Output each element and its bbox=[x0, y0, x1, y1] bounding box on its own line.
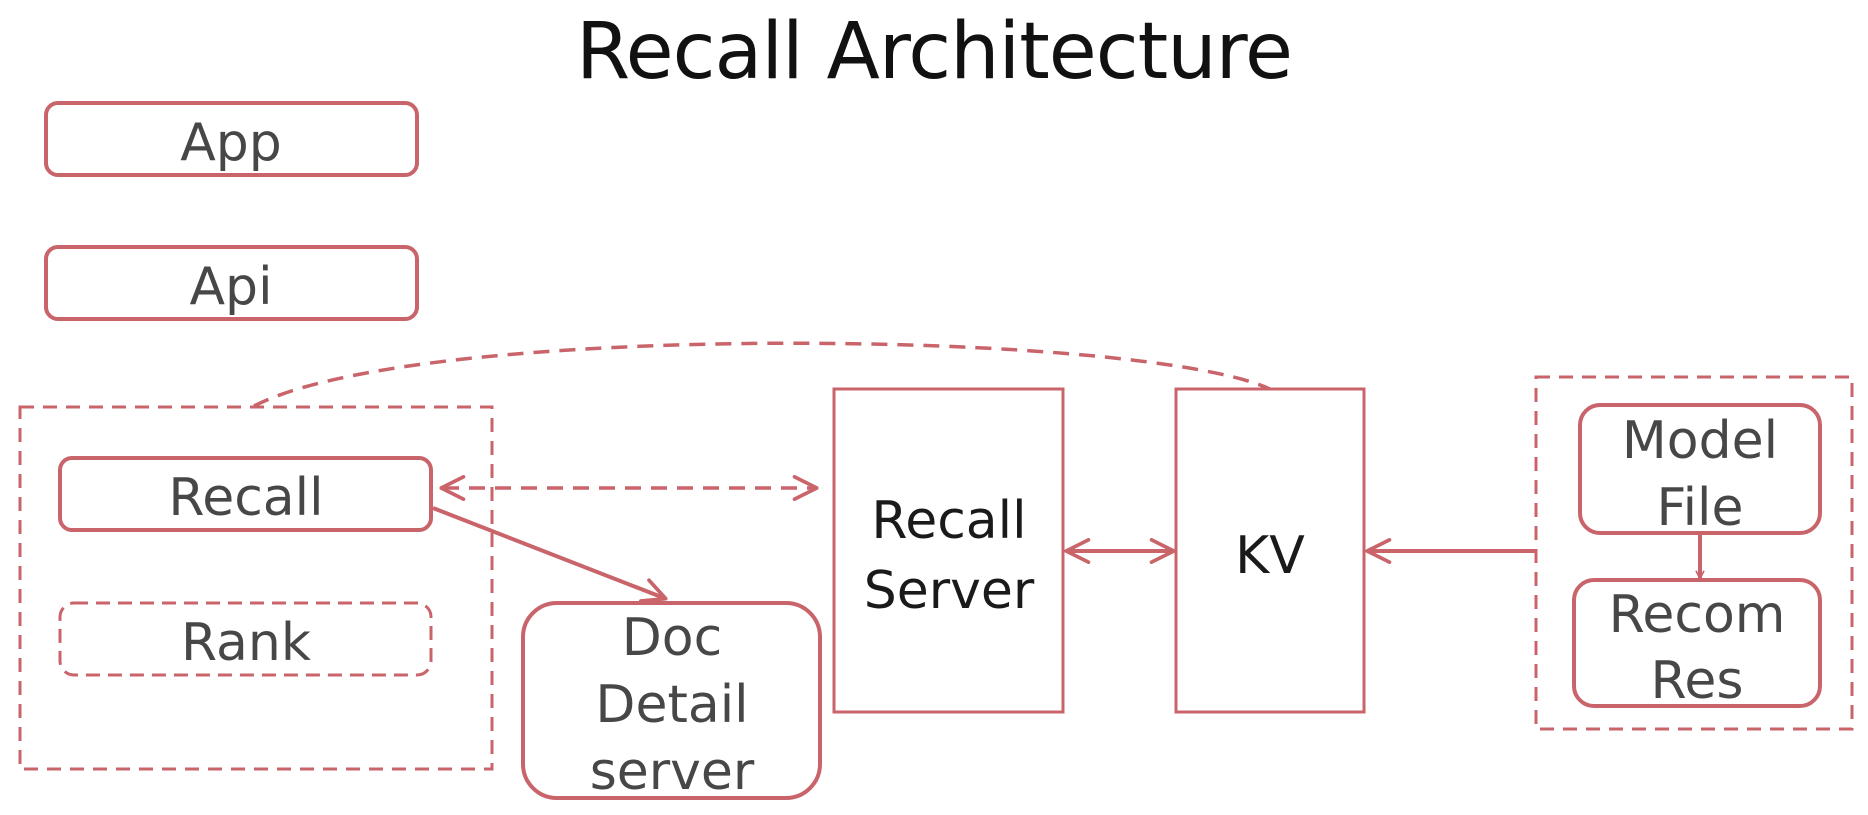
kv-node: KV bbox=[1174, 387, 1366, 714]
recall-node: Recall bbox=[58, 456, 433, 532]
model-file-line-1: Model bbox=[1622, 411, 1778, 471]
rank-label: Rank bbox=[181, 613, 311, 673]
recall-label: Recall bbox=[168, 468, 323, 528]
model-file-node: Model File bbox=[1578, 403, 1822, 538]
recom-res-line-1: Recom bbox=[1609, 585, 1786, 645]
app-node: App bbox=[44, 101, 419, 177]
doc-detail-line-2: Detail bbox=[595, 675, 748, 735]
recall-server-node: Recall Server bbox=[832, 387, 1065, 714]
recom-res-line-2: Res bbox=[1651, 651, 1744, 711]
recall-to-doc-detail-arrow bbox=[432, 506, 668, 603]
doc-detail-line-3: server bbox=[590, 742, 755, 802]
kv-to-group-dashed-arc bbox=[253, 341, 1273, 408]
api-node: Api bbox=[44, 245, 419, 321]
doc-detail-line-1: Doc bbox=[622, 608, 722, 668]
recall-server-line-2: Server bbox=[864, 561, 1035, 621]
diagram-title: Recall Architecture bbox=[575, 7, 1293, 97]
client-service-group bbox=[18, 405, 494, 771]
kv-label: KV bbox=[1235, 526, 1305, 586]
doc-detail-server-node: Doc Detail server bbox=[521, 601, 822, 802]
model-file-line-2: File bbox=[1656, 478, 1743, 538]
app-label: App bbox=[180, 113, 282, 173]
api-label: Api bbox=[189, 257, 272, 317]
recom-res-node: Recom Res bbox=[1572, 578, 1822, 711]
recall-server-line-1: Recall bbox=[871, 491, 1026, 551]
rank-node: Rank bbox=[58, 601, 433, 677]
